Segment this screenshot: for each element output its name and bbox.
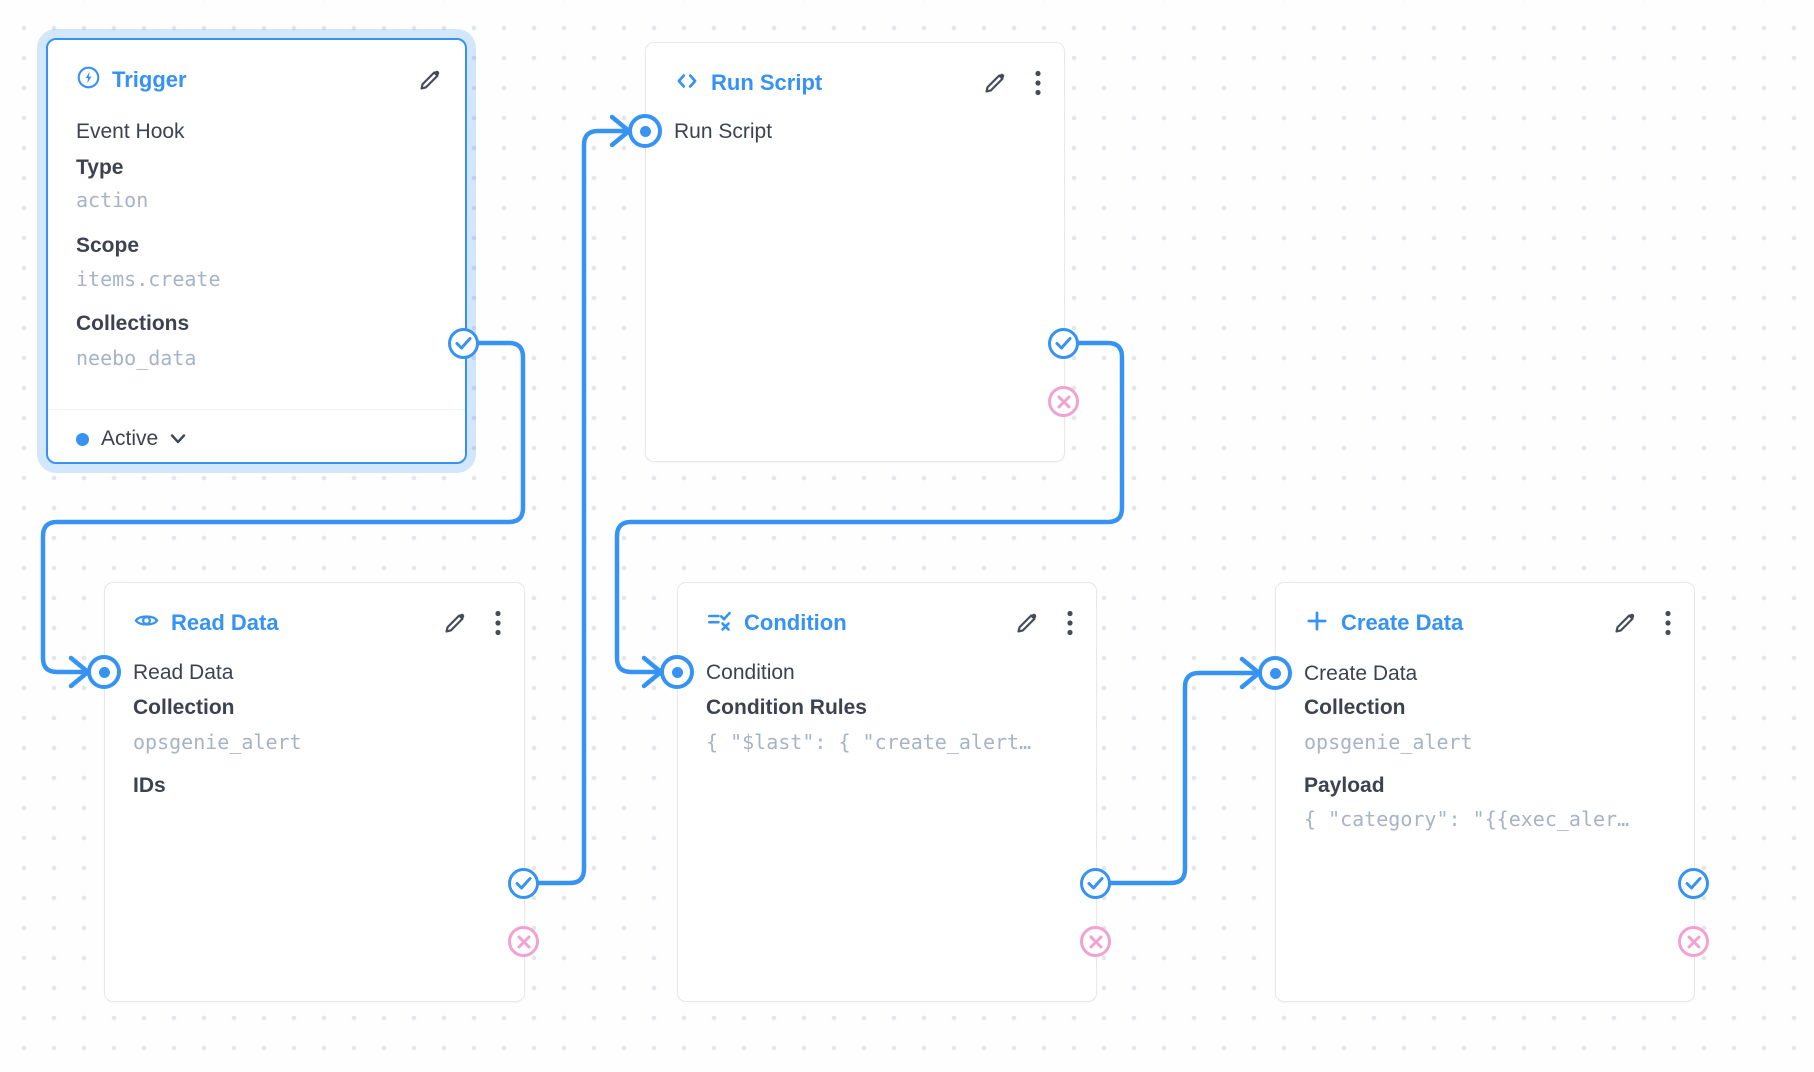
- edit-button[interactable]: [1012, 608, 1042, 638]
- node-title: Run Script: [711, 70, 823, 95]
- field-value: { "category": "{{exec_aler…: [1304, 807, 1630, 831]
- field-value: items.create: [76, 267, 221, 291]
- check-icon: [515, 877, 532, 890]
- field-value: neebo_data: [76, 346, 197, 370]
- connection-condition-to-create-data: [1092, 670, 1259, 886]
- input-port[interactable]: [628, 114, 662, 148]
- field-label: Payload: [1304, 774, 1385, 797]
- chevron-down-icon: [170, 434, 186, 444]
- reject-port[interactable]: [1678, 926, 1709, 957]
- reject-port[interactable]: [1048, 386, 1079, 417]
- options-menu-button[interactable]: [1064, 607, 1076, 639]
- resolve-port[interactable]: [1678, 868, 1709, 899]
- reject-port[interactable]: [508, 926, 539, 957]
- resolve-port[interactable]: [1080, 868, 1111, 899]
- rule-icon: [706, 607, 733, 639]
- eye-icon: [133, 607, 160, 639]
- field-label: IDs: [133, 774, 166, 797]
- pencil-icon: [1017, 613, 1037, 633]
- divider: [48, 409, 465, 410]
- field-value: action: [76, 188, 149, 212]
- code-icon: [674, 68, 700, 99]
- field-label: Collection: [133, 696, 235, 719]
- edit-button[interactable]: [980, 68, 1010, 98]
- resolve-port[interactable]: [1048, 328, 1079, 359]
- options-menu-button[interactable]: [492, 607, 504, 639]
- input-port[interactable]: [660, 655, 694, 689]
- input-port[interactable]: [1258, 656, 1292, 690]
- edit-button[interactable]: [440, 608, 470, 638]
- node-create-data[interactable]: Create Data Create Data Collection opsge…: [1275, 582, 1695, 1002]
- input-label: Create Data: [1304, 662, 1418, 685]
- node-trigger[interactable]: Trigger Event Hook Type action Scope ite…: [46, 38, 467, 464]
- connection-trigger-to-read-data: [40, 340, 526, 675]
- connection-run-script-to-condition: [614, 340, 1125, 675]
- plus-icon: [1304, 608, 1330, 639]
- check-icon: [455, 337, 472, 350]
- node-title: Trigger: [112, 67, 187, 92]
- input-port[interactable]: [87, 655, 121, 689]
- field-value: opsgenie_alert: [133, 730, 302, 754]
- kebab-menu-icon: [1067, 610, 1073, 636]
- bolt-circle-icon: [76, 65, 101, 95]
- pencil-icon: [1615, 613, 1635, 633]
- node-title: Condition: [744, 610, 847, 635]
- node-title: Read Data: [171, 610, 279, 635]
- edit-button[interactable]: [1610, 608, 1640, 638]
- pencil-icon: [420, 70, 440, 90]
- field-label: Scope: [76, 234, 140, 257]
- field-label: Collections: [76, 312, 190, 335]
- node-title: Create Data: [1341, 610, 1464, 635]
- pencil-icon: [985, 73, 1005, 93]
- options-menu-button[interactable]: [1032, 67, 1044, 99]
- input-label: Condition: [706, 661, 795, 684]
- kebab-menu-icon: [1035, 70, 1041, 96]
- resolve-port[interactable]: [508, 868, 539, 899]
- edit-button[interactable]: [415, 65, 445, 95]
- field-label: Type: [76, 156, 124, 179]
- field-label: Condition Rules: [706, 696, 867, 719]
- node-run-script[interactable]: Run Script Run Script: [645, 42, 1065, 462]
- resolve-port[interactable]: [448, 328, 479, 359]
- field-value: { "$last": { "create_alert…: [706, 730, 1032, 754]
- check-icon: [1087, 877, 1104, 890]
- input-label: Run Script: [674, 120, 773, 143]
- flow-status-dropdown[interactable]: Active: [76, 424, 443, 454]
- field-label: Collection: [1304, 696, 1406, 719]
- node-condition[interactable]: Condition Condition Condition Rules { "$…: [677, 582, 1097, 1002]
- field-value: opsgenie_alert: [1304, 730, 1473, 754]
- x-icon: [517, 935, 530, 948]
- connection-read-data-to-run-script: [520, 128, 629, 886]
- check-icon: [1685, 877, 1702, 890]
- x-icon: [1057, 395, 1070, 408]
- reject-port[interactable]: [1080, 926, 1111, 957]
- check-icon: [1055, 337, 1072, 350]
- kebab-menu-icon: [1665, 610, 1671, 636]
- input-label: Read Data: [133, 661, 234, 684]
- pencil-icon: [445, 613, 465, 633]
- kebab-menu-icon: [495, 610, 501, 636]
- x-icon: [1687, 935, 1700, 948]
- options-menu-button[interactable]: [1662, 607, 1674, 639]
- node-read-data[interactable]: Read Data Read Data Collection opsgenie_…: [104, 582, 525, 1002]
- status-dot: [76, 432, 89, 446]
- status-label: Active: [101, 427, 159, 450]
- x-icon: [1089, 935, 1102, 948]
- trigger-type-text: Event Hook: [76, 120, 185, 143]
